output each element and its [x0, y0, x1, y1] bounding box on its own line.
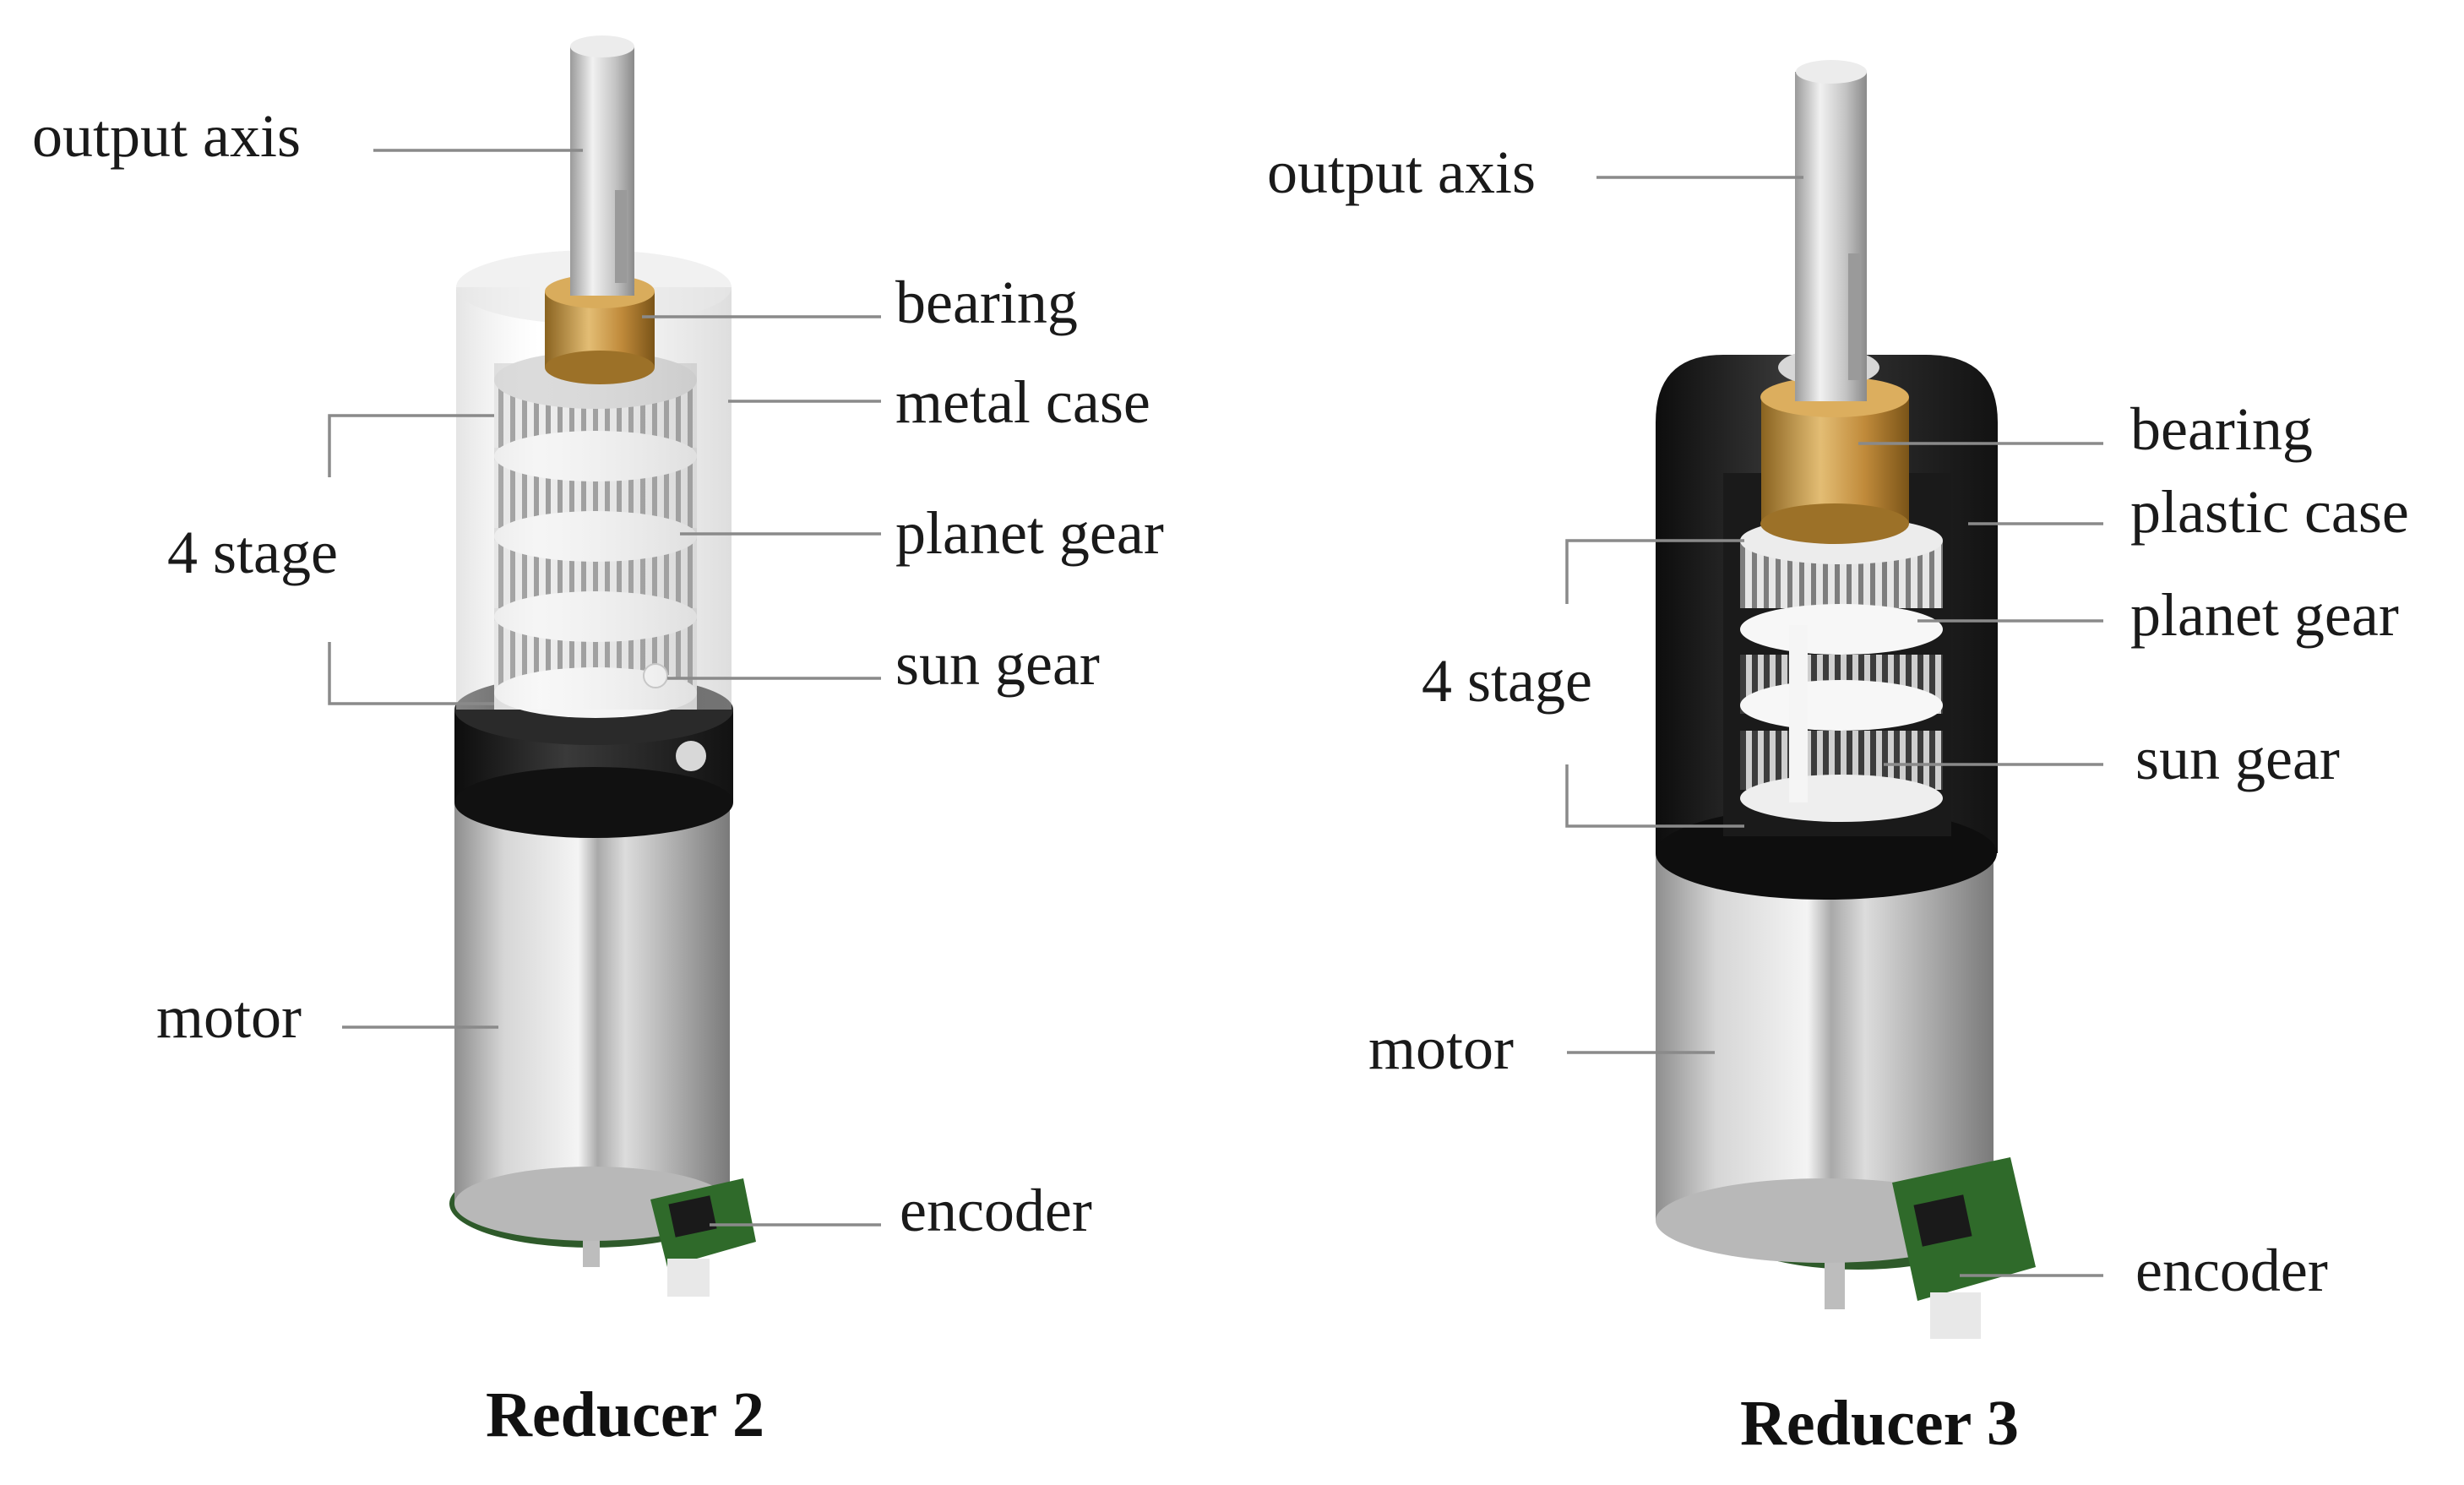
reducer-3-encoder-label: encoder [2135, 1237, 2328, 1304]
reducer-3-panel: output axis bearing plastic case 4 stage… [1267, 60, 2409, 1459]
reducer-3-motor-can [1656, 845, 1994, 1221]
reducer-2-planet-gear-label: planet gear [895, 499, 1164, 567]
reducer-3-case-label: plastic case [2130, 478, 2409, 546]
reducer-2-leader-lines [328, 149, 881, 1227]
reducer-3-bearing [1761, 397, 1909, 524]
reducer-2-output-axis-label: output axis [32, 102, 301, 170]
reducer-2-stage-label: 4 stage [167, 519, 338, 586]
reducer-3-bearing-label: bearing [2130, 395, 2313, 463]
reducer-3-gear-stack [1740, 517, 1943, 822]
reducer-3-sun-gear-label: sun gear [2135, 725, 2340, 792]
reducer-2-bearing-label: bearing [895, 269, 1078, 336]
reducer-2-illustration [449, 35, 756, 1297]
reducer-3-caption: Reducer 3 [1740, 1388, 2019, 1459]
reducer-2-motor-can [454, 786, 730, 1204]
reducer-2-encoder-chip [650, 1178, 756, 1297]
reducer-2-sun-gear-label: sun gear [895, 630, 1100, 698]
reducer-3-motor-label: motor [1368, 1014, 1514, 1082]
reducer-3-leader-lines [1565, 176, 2103, 1277]
reducer-2-panel: output axis bearing metal case 4 stage p… [32, 35, 1164, 1450]
reducer-3-stage-label: 4 stage [1422, 647, 1592, 715]
reducer-3-encoder-chip [1892, 1157, 2036, 1339]
reducer-3-illustration [1656, 60, 2036, 1339]
reducer-3-planet-gear-label: planet gear [2130, 581, 2399, 649]
reducer-2-screw [676, 741, 706, 771]
reducer-3-output-axis-label: output axis [1267, 139, 1536, 206]
reducer-2-motor-label: motor [156, 983, 302, 1051]
reducer-2-caption: Reducer 2 [486, 1379, 764, 1450]
reducer-2-encoder-label: encoder [900, 1177, 1092, 1244]
reducer-2-case-label: metal case [895, 368, 1150, 436]
